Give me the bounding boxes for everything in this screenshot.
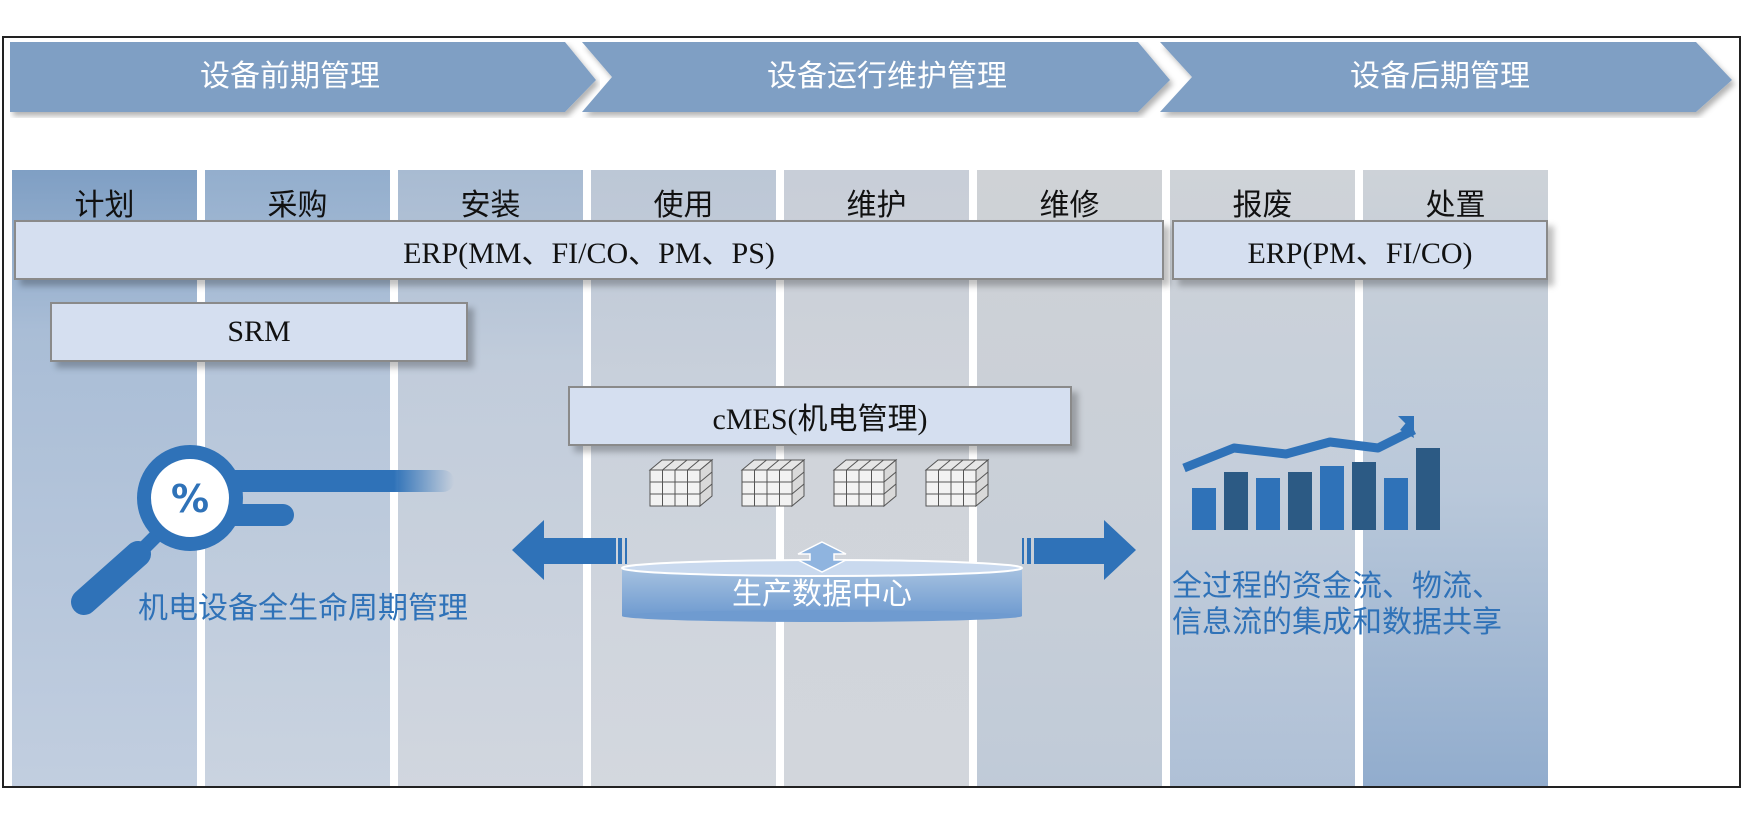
stage-label: 计划	[74, 188, 135, 223]
stage-label: 采购	[267, 188, 328, 223]
phase-banner-pre: 设备前期管理	[10, 42, 600, 118]
phase-label: 设备后期管理	[1350, 59, 1530, 94]
data-cube-icon	[832, 458, 898, 508]
cmes-box: cMES(机电管理)	[568, 386, 1072, 446]
erp-post-box: ERP(PM、FI/CO)	[1172, 220, 1548, 280]
stage-label: 报废	[1232, 188, 1293, 223]
phase-banner-operation: 设备运行维护管理	[582, 42, 1182, 118]
magnifier-percent-icon: %	[71, 445, 454, 615]
phase-label: 设备前期管理	[200, 59, 380, 94]
right-arrow-icon	[1022, 520, 1136, 580]
integration-label-line1: 全过程的资金流、物流、	[1172, 569, 1502, 604]
chevron-shape	[582, 42, 1170, 112]
srm-box: SRM	[50, 302, 468, 362]
erp-main-box: ERP(MM、FI/CO、PM、PS)	[14, 220, 1164, 280]
stage-label: 维护	[846, 188, 907, 223]
diagram-frame: 计划 采购 安装 使用 维护 维修 报废 处置 设备前期管理	[2, 36, 1741, 788]
growth-bar-chart-icon	[1182, 416, 1440, 530]
stage-label: 使用	[653, 188, 714, 223]
chevron-shape	[1160, 42, 1732, 112]
stage-label: 处置	[1425, 188, 1486, 223]
phase-label: 设备运行维护管理	[767, 59, 1007, 94]
data-center-label: 生产数据中心	[732, 577, 912, 612]
left-arrow-icon	[512, 520, 627, 580]
data-cube-icon	[740, 458, 806, 508]
data-cube-icon	[924, 458, 990, 508]
stage-label: 安装	[460, 188, 521, 223]
stage-label: 维修	[1039, 188, 1100, 223]
data-center-graphic	[512, 520, 1136, 622]
svg-text:%: %	[171, 477, 209, 521]
lifecycle-label: 机电设备全生命周期管理	[138, 591, 468, 626]
data-cube-icon	[648, 458, 714, 508]
chevron-shape	[10, 42, 596, 112]
integration-label-line2: 信息流的集成和数据共享	[1172, 605, 1502, 640]
phase-banner-post: 设备后期管理	[1160, 42, 1739, 118]
